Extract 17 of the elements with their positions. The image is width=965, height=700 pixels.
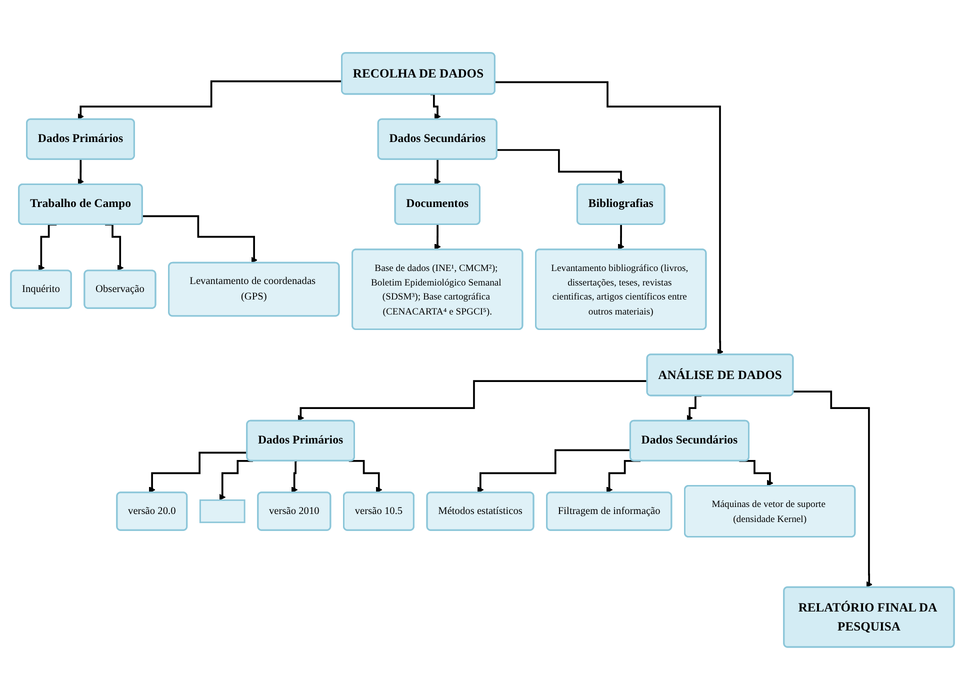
node-box — [199, 499, 246, 524]
arrow — [148, 452, 248, 494]
arrow — [618, 224, 624, 250]
arrow — [78, 158, 84, 185]
arrow — [142, 215, 258, 264]
arrow — [793, 390, 873, 588]
arrow — [477, 449, 631, 494]
arrow — [298, 380, 648, 422]
arrow — [430, 93, 441, 120]
arrow — [434, 158, 441, 185]
arrow — [495, 81, 724, 356]
arrow — [78, 80, 342, 120]
arrow — [434, 224, 441, 250]
arrow — [348, 460, 382, 494]
arrow — [291, 460, 298, 494]
arrow — [497, 149, 624, 185]
arrow — [219, 460, 253, 500]
